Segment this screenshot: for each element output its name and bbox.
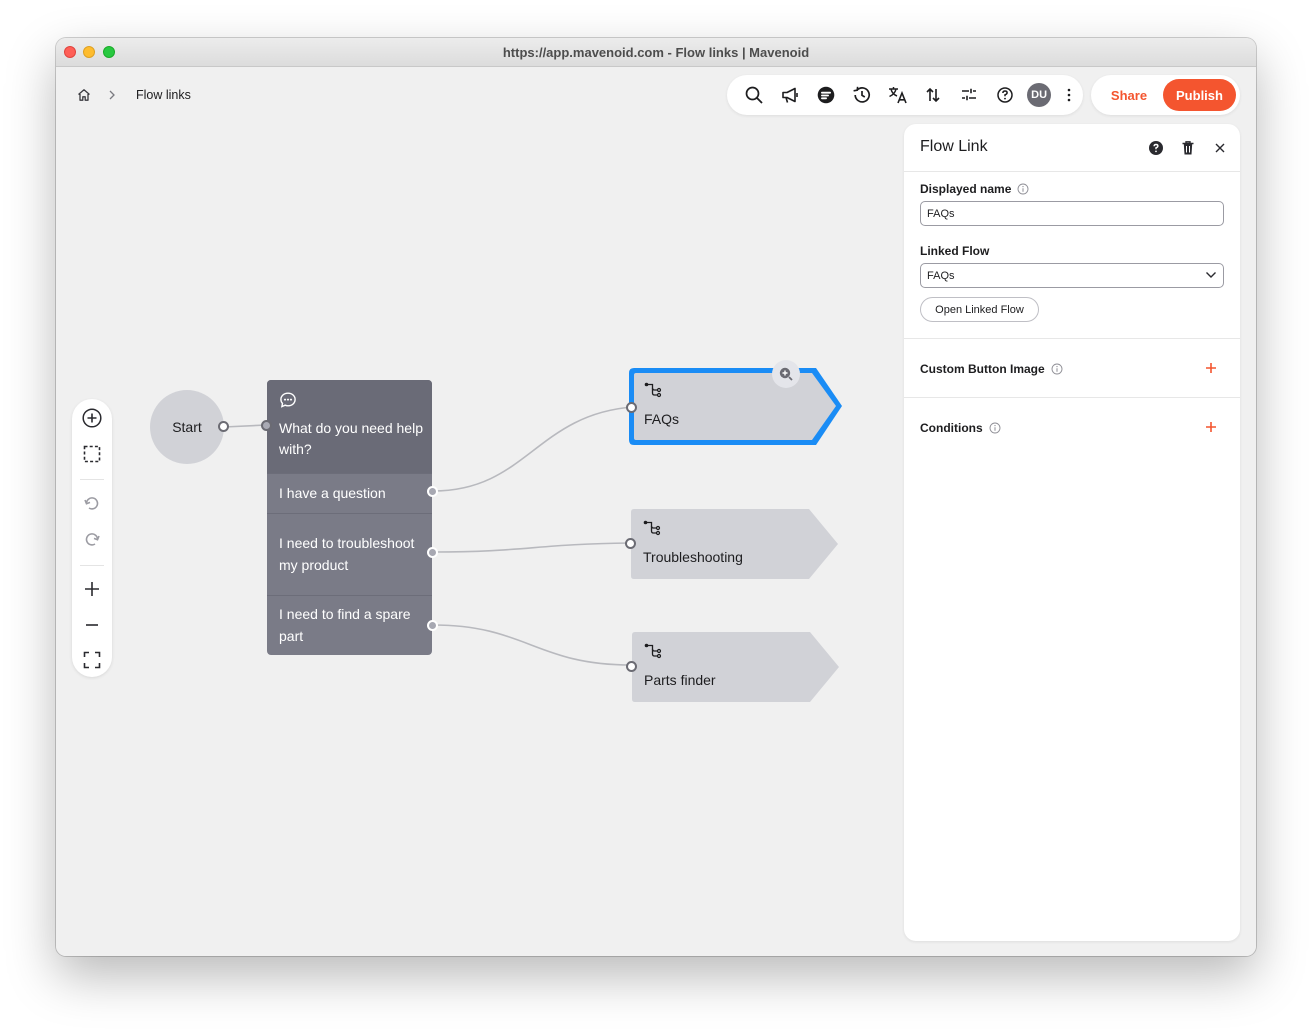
flow-link-label: Parts finder [644,672,716,688]
displayed-name-label-row: Displayed name [920,182,1029,196]
question-node[interactable]: What do you need help with? I have a que… [267,380,432,655]
top-toolbar: DU [727,75,1083,115]
publish-button[interactable]: Publish [1163,79,1236,111]
browser-window: https://app.mavenoid.com - Flow links | … [56,38,1256,956]
flow-link-shape [632,632,839,702]
displayed-name-label: Displayed name [920,182,1012,196]
translate-icon[interactable] [880,81,916,109]
start-node-port[interactable] [218,421,229,432]
info-icon[interactable] [1051,363,1063,375]
linked-flow-label: Linked Flow [920,244,990,258]
displayed-name-input[interactable]: FAQs [920,201,1224,226]
flow-branch-icon [644,382,662,398]
question-header: What do you need help with? [267,380,432,473]
flow-canvas[interactable]: Start What do you need help with? I have… [56,67,906,956]
edge-start-question [223,424,267,428]
window-title: https://app.mavenoid.com - Flow links | … [502,45,810,60]
fit-screen-icon[interactable] [78,646,106,674]
question-option-label: I need to troubleshoot my product [279,535,415,573]
share-button[interactable]: Share [1110,87,1148,103]
custom-button-image-label: Custom Button Image [920,362,1045,376]
canvas-tool-rail [72,399,112,677]
trash-icon[interactable] [1178,138,1198,158]
linked-flow-select[interactable]: FAQs [920,263,1224,288]
close-window-button[interactable] [64,46,76,58]
edge-option-faqs [432,406,633,492]
megaphone-icon[interactable] [772,81,808,109]
search-icon[interactable] [736,81,772,109]
panel-title: Flow Link [920,138,988,155]
flow-link-shape [629,368,842,445]
zoom-into-flow-button[interactable] [772,360,800,388]
rail-divider [80,479,104,480]
panel-header: Flow Link [904,124,1240,172]
flow-link-node-troubleshooting[interactable]: Troubleshooting [630,508,840,580]
sort-arrows-icon[interactable] [915,81,951,109]
edge-option-troubleshooting [432,542,631,553]
zoom-in-icon[interactable] [78,575,106,603]
flow-branch-icon [644,643,662,659]
question-text: What do you need help with? [279,420,423,457]
custom-button-image-row: Custom Button Image [920,362,1063,376]
flow-link-label: Troubleshooting [643,549,743,565]
parts-finder-input-port[interactable] [626,661,637,672]
redo-icon[interactable] [78,526,106,554]
option-3-port[interactable] [427,620,438,631]
panel-divider [904,338,1240,339]
conditions-label: Conditions [920,421,983,435]
question-input-port[interactable] [261,420,272,431]
flow-branch-icon [643,520,661,536]
maximize-window-button[interactable] [103,46,115,58]
linked-flow-value: FAQs [927,269,955,282]
add-node-icon[interactable] [78,404,106,432]
avatar[interactable]: DU [1027,83,1052,107]
question-option-1[interactable]: I have a question [267,473,432,513]
start-node[interactable]: Start [150,390,224,464]
panel-divider [904,397,1240,398]
troubleshooting-input-port[interactable] [625,538,636,549]
rail-divider [80,565,104,566]
info-icon[interactable] [989,422,1001,434]
share-publish-group: Share Publish [1091,75,1240,115]
history-icon[interactable] [844,81,880,109]
option-1-port[interactable] [427,486,438,497]
close-icon[interactable] [1210,138,1230,158]
open-linked-flow-button[interactable]: Open Linked Flow [920,297,1039,322]
question-option-3[interactable]: I need to find a spare part [267,595,432,655]
question-option-label: I need to find a spare part [279,606,411,644]
help-icon[interactable] [987,81,1023,109]
title-bar: https://app.mavenoid.com - Flow links | … [56,38,1256,67]
question-option-label: I have a question [279,484,386,501]
conditions-row: Conditions [920,421,1001,435]
add-custom-button-image-icon[interactable] [1202,359,1220,377]
add-condition-icon[interactable] [1202,418,1220,436]
flow-link-node-faqs[interactable]: FAQs [626,365,846,451]
minimize-window-button[interactable] [83,46,95,58]
flow-link-label: FAQs [644,411,680,427]
chevron-down-icon [1205,270,1217,282]
breadcrumb-current: Flow links [136,88,191,102]
chevron-right-icon [104,87,120,103]
app-content: Start What do you need help with? I have… [56,67,1256,956]
info-icon[interactable] [1017,183,1029,195]
sliders-icon[interactable] [951,81,987,109]
select-area-icon[interactable] [78,440,106,468]
zoom-out-icon[interactable] [78,611,106,639]
chat-icon[interactable] [808,81,844,109]
option-2-port[interactable] [427,547,438,558]
home-icon[interactable] [76,87,92,103]
help-circle-icon[interactable] [1146,138,1166,158]
flow-link-panel: Flow Link Displayed name FAQs Linked Flo… [904,124,1240,941]
chat-bubble-icon [279,391,297,409]
flow-link-shape [631,509,838,579]
connection-lines [223,406,633,666]
undo-icon[interactable] [78,490,106,518]
edge-option-parts [432,624,632,666]
kebab-menu-icon[interactable] [1055,81,1083,109]
flow-link-node-parts-finder[interactable]: Parts finder [631,631,841,703]
question-option-2[interactable]: I need to troubleshoot my product [267,513,432,595]
faqs-input-port[interactable] [626,402,637,413]
breadcrumb: Flow links [76,85,191,105]
